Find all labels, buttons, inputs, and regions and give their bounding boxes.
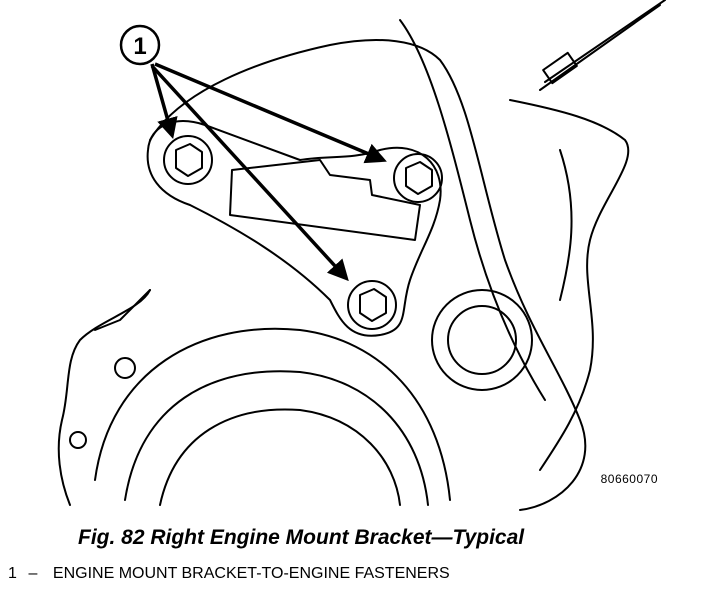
- legend-item: 1 – ENGINE MOUNT BRACKET-TO-ENGINE FASTE…: [8, 565, 450, 583]
- bolt-upper-left: [163, 135, 213, 185]
- leader-arrow-upper-right: [154, 62, 387, 164]
- engine-right-side: [509, 99, 630, 471]
- bolt-upper-right: [393, 153, 443, 203]
- throttle-cable: [539, 4, 661, 91]
- idler-pulley: [431, 289, 533, 391]
- mount-bracket: [146, 120, 442, 337]
- engine-block-left: [57, 289, 151, 506]
- timing-cover-inner: [399, 19, 546, 401]
- leader-arrow-upper-left: [150, 63, 178, 140]
- crank-pulley: [94, 327, 451, 501]
- legend-number: 1: [8, 565, 17, 582]
- timing-cover-outline: [149, 39, 587, 511]
- legend-text: ENGINE MOUNT BRACKET-TO-ENGINE FASTENERS: [52, 565, 450, 582]
- figure-code: 80660070: [600, 472, 658, 486]
- legend-separator: –: [28, 565, 38, 582]
- leader-arrow-lower: [150, 64, 349, 282]
- bolt-lower: [347, 280, 397, 330]
- figure-caption: Fig. 82 Right Engine Mount Bracket—Typic…: [78, 526, 525, 549]
- bracket-rib: [229, 159, 421, 241]
- callout-number: 1: [133, 33, 146, 60]
- callout-circle: [119, 24, 161, 66]
- engine-mount-illustration: 1: [57, 0, 666, 511]
